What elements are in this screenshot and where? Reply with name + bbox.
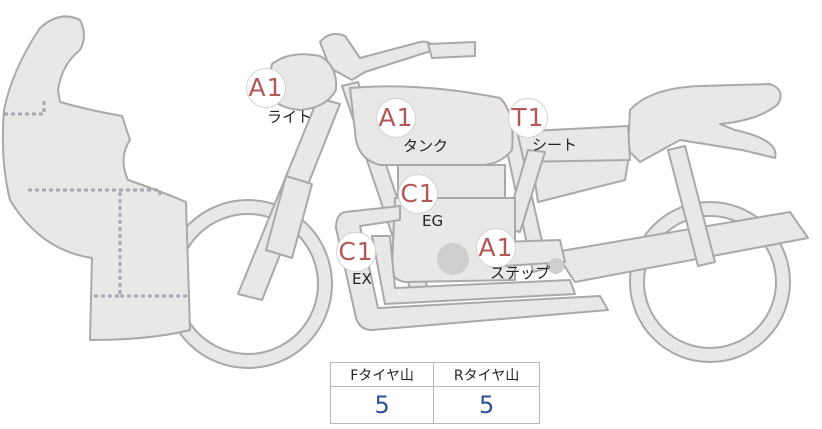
front-tire-value: 5 bbox=[329, 386, 435, 424]
engine-cover bbox=[437, 243, 469, 275]
front-tire-header: Fタイヤ山 bbox=[329, 362, 435, 387]
grade-badge-engine: C1 bbox=[398, 174, 438, 214]
part-label-step: ステップ bbox=[490, 264, 551, 282]
exhaust-inner bbox=[371, 235, 576, 305]
step-peg bbox=[548, 258, 564, 274]
part-label-exhaust: EX bbox=[352, 270, 372, 288]
grade-badge-tank: A1 bbox=[376, 98, 416, 138]
rear-cowl bbox=[627, 83, 782, 163]
handlebar bbox=[319, 33, 435, 81]
rear-tire-value: 5 bbox=[433, 386, 540, 424]
part-label-engine: EG bbox=[422, 212, 444, 230]
tire-table-value-row: 5 5 bbox=[329, 386, 540, 424]
tire-table-header-row: Fタイヤ山 Rタイヤ山 bbox=[329, 362, 540, 387]
rear-shock bbox=[667, 145, 716, 267]
grade-badge-exhaust: C1 bbox=[336, 232, 376, 272]
grade-badge-seat: T1 bbox=[508, 98, 548, 138]
front-cowl bbox=[1, 15, 191, 341]
cowl-seam-top bbox=[4, 100, 46, 116]
rear-tire-header: Rタイヤ山 bbox=[433, 362, 540, 387]
cowl-seam-mid bbox=[28, 188, 162, 196]
swing-arm bbox=[554, 211, 809, 283]
grade-badge-step: A1 bbox=[476, 228, 516, 268]
part-label-seat: シート bbox=[532, 136, 578, 154]
tire-tread-table: Fタイヤ山 Rタイヤ山 5 5 bbox=[329, 362, 540, 424]
exhaust-pipe bbox=[335, 205, 609, 331]
part-label-tank: タンク bbox=[403, 137, 449, 155]
fork-guard bbox=[265, 175, 313, 259]
part-label-light: ライト bbox=[267, 108, 313, 126]
cowl-seam-lower bbox=[94, 192, 190, 298]
handlebar-grip bbox=[427, 41, 476, 59]
grade-badge-light: A1 bbox=[246, 68, 286, 108]
